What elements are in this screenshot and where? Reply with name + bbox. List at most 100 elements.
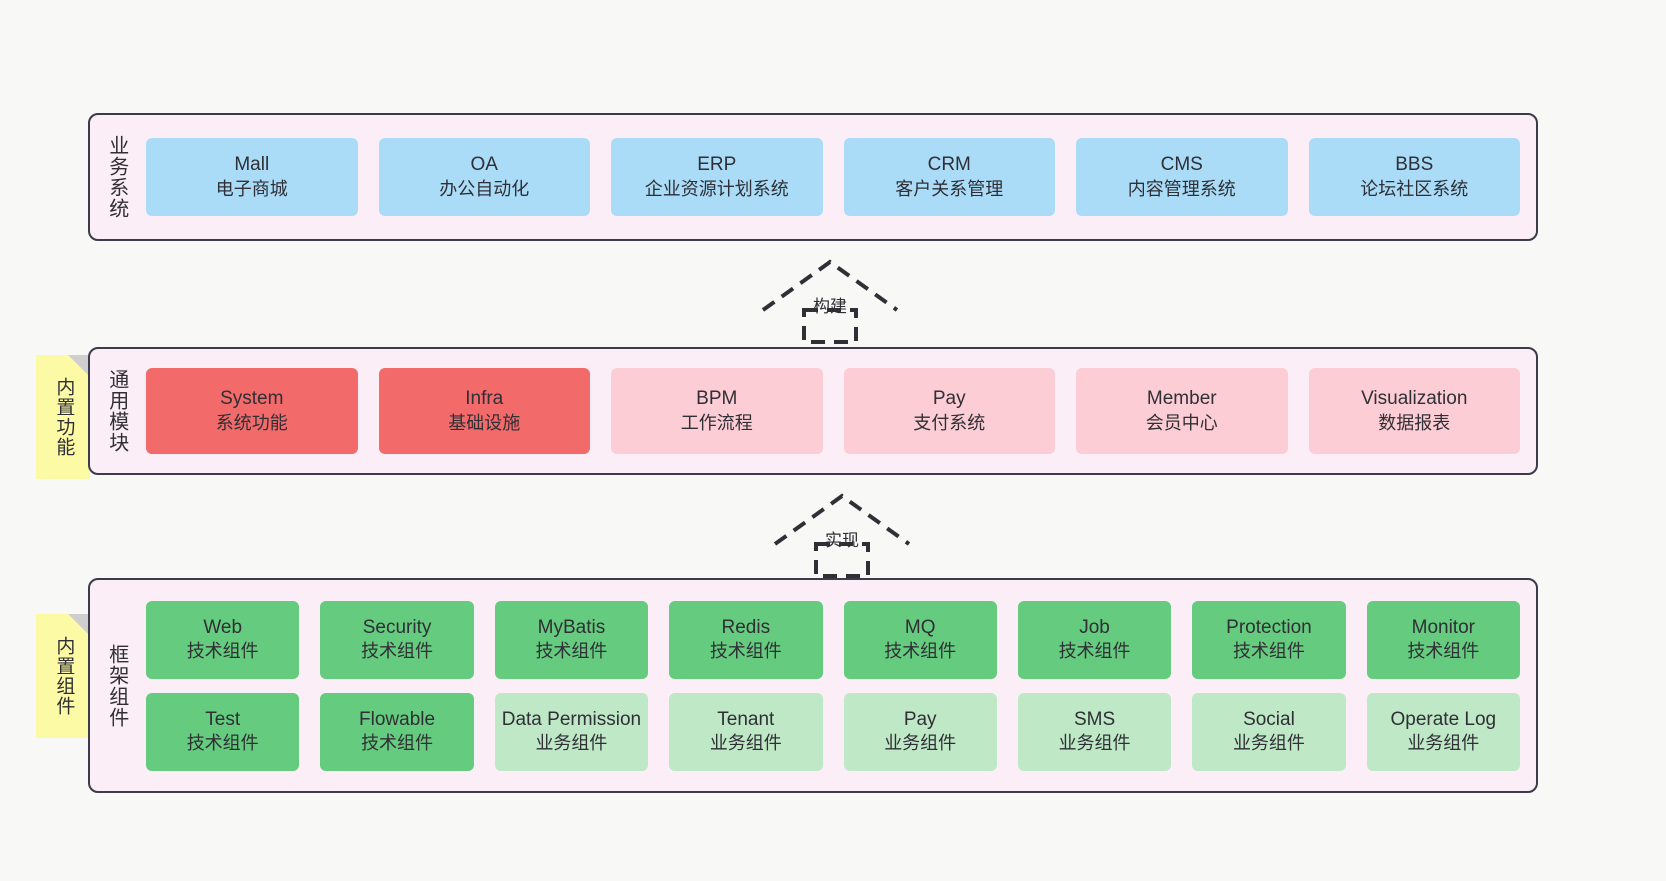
node-title: Data Permission xyxy=(501,708,642,730)
layer-modules-title: 通用模块 xyxy=(105,369,128,453)
node-redis[interactable]: Redis 技术组件 xyxy=(669,600,823,679)
node-subtitle: 内容管理系统 xyxy=(1127,178,1236,199)
node-title: Protection xyxy=(1226,616,1312,638)
node-subtitle: 业务组件 xyxy=(1407,733,1480,754)
node-title: CMS xyxy=(1160,154,1203,176)
layer-framework: 框架组件 Web 技术组件 Security 技术组件 MyBatis 技术组件… xyxy=(88,578,1538,793)
node-subtitle: 会员中心 xyxy=(1145,412,1218,433)
node-operate-log[interactable]: Operate Log 业务组件 xyxy=(1366,692,1520,771)
node-subtitle: 技术组件 xyxy=(535,641,608,662)
node-subtitle: 技术组件 xyxy=(186,641,259,662)
layer-modules: 通用模块 System 系统功能 Infra 基础设施 BPM 工作流程 Pay… xyxy=(88,347,1538,475)
node-subtitle: 支付系统 xyxy=(913,412,986,433)
node-title: Operate Log xyxy=(1390,708,1497,730)
node-subtitle: 技术组件 xyxy=(361,641,434,662)
node-flowable[interactable]: Flowable 技术组件 xyxy=(320,692,474,771)
node-title: System xyxy=(220,388,284,410)
node-subtitle: 业务组件 xyxy=(709,733,782,754)
node-subtitle: 电子商城 xyxy=(215,178,288,199)
layer-business-body: Mall 电子商城 OA 办公自动化 ERP 企业资源计划系统 CRM 客户关系… xyxy=(142,115,1536,239)
node-title: Monitor xyxy=(1411,616,1475,638)
node-subtitle: 业务组件 xyxy=(884,733,957,754)
layer-framework-title: 框架组件 xyxy=(105,643,128,728)
node-subtitle: 技术组件 xyxy=(1407,641,1480,662)
connector-implement: 实现 xyxy=(772,492,912,578)
node-title: BPM xyxy=(696,388,738,410)
framework-biz-row: Test 技术组件 Flowable 技术组件 Data Permission … xyxy=(146,692,1520,771)
node-title: OA xyxy=(470,154,498,176)
node-web[interactable]: Web 技术组件 xyxy=(146,600,300,679)
node-title: Job xyxy=(1079,616,1110,638)
node-title: Infra xyxy=(465,388,504,410)
connector-build: 构建 xyxy=(760,258,900,344)
sticky-note-builtin-components: 内置组件 xyxy=(36,614,90,738)
node-title: CRM xyxy=(927,154,971,176)
node-title: ERP xyxy=(697,154,737,176)
node-member[interactable]: Member 会员中心 xyxy=(1076,368,1288,454)
business-node-row: Mall 电子商城 OA 办公自动化 ERP 企业资源计划系统 CRM 客户关系… xyxy=(146,138,1520,216)
node-crm[interactable]: CRM 客户关系管理 xyxy=(843,138,1055,216)
node-bpm[interactable]: BPM 工作流程 xyxy=(611,368,823,454)
node-test[interactable]: Test 技术组件 xyxy=(146,692,300,771)
node-mq[interactable]: MQ 技术组件 xyxy=(843,600,997,679)
node-subtitle: 业务组件 xyxy=(535,733,608,754)
framework-tech-row: Web 技术组件 Security 技术组件 MyBatis 技术组件 Redi… xyxy=(146,600,1520,679)
node-subtitle: 技术组件 xyxy=(1058,641,1131,662)
node-subtitle: 业务组件 xyxy=(1058,733,1131,754)
node-title: BBS xyxy=(1395,154,1434,176)
modules-node-row: System 系统功能 Infra 基础设施 BPM 工作流程 Pay 支付系统… xyxy=(146,368,1520,454)
node-title: Tenant xyxy=(717,708,775,730)
node-subtitle: 基础设施 xyxy=(448,412,521,433)
sticky-note-label: 内置功能 xyxy=(53,377,75,457)
node-social[interactable]: Social 业务组件 xyxy=(1192,692,1346,771)
node-protection[interactable]: Protection 技术组件 xyxy=(1192,600,1346,679)
node-system[interactable]: System 系统功能 xyxy=(146,368,358,454)
node-data-permission[interactable]: Data Permission 业务组件 xyxy=(494,692,649,771)
node-title: Redis xyxy=(721,616,771,638)
node-title: Social xyxy=(1243,708,1295,730)
node-infra[interactable]: Infra 基础设施 xyxy=(378,368,590,454)
generalization-arrow-icon xyxy=(761,259,899,344)
node-erp[interactable]: ERP 企业资源计划系统 xyxy=(611,138,823,216)
node-sms[interactable]: SMS 业务组件 xyxy=(1017,692,1172,771)
node-subtitle: 技术组件 xyxy=(361,733,434,754)
sticky-note-label: 内置组件 xyxy=(53,636,75,716)
node-subtitle: 技术组件 xyxy=(186,733,259,754)
node-subtitle: 办公自动化 xyxy=(439,178,530,199)
node-cms[interactable]: CMS 内容管理系统 xyxy=(1076,138,1288,216)
node-pay-component[interactable]: Pay 业务组件 xyxy=(843,692,997,771)
node-visualization[interactable]: Visualization 数据报表 xyxy=(1308,368,1520,454)
node-subtitle: 系统功能 xyxy=(215,412,288,433)
connector-implement-label: 实现 xyxy=(825,531,859,550)
node-subtitle: 工作流程 xyxy=(680,412,753,433)
node-title: Pay xyxy=(932,388,966,410)
node-subtitle: 论坛社区系统 xyxy=(1360,178,1469,199)
node-title: Flowable xyxy=(359,708,436,730)
node-oa[interactable]: OA 办公自动化 xyxy=(378,138,590,216)
layer-framework-body: Web 技术组件 Security 技术组件 MyBatis 技术组件 Redi… xyxy=(142,580,1536,791)
node-title: Mall xyxy=(234,154,270,176)
connector-build-label: 构建 xyxy=(813,297,847,316)
node-title: Pay xyxy=(903,708,937,730)
node-title: Security xyxy=(362,616,432,638)
node-mybatis[interactable]: MyBatis 技术组件 xyxy=(494,600,649,679)
node-subtitle: 客户关系管理 xyxy=(895,178,1004,199)
node-subtitle: 技术组件 xyxy=(709,641,782,662)
node-tenant[interactable]: Tenant 业务组件 xyxy=(669,692,823,771)
node-subtitle: 技术组件 xyxy=(884,641,957,662)
node-mall[interactable]: Mall 电子商城 xyxy=(146,138,358,216)
node-title: Test xyxy=(205,708,241,730)
node-title: MQ xyxy=(904,616,936,638)
layer-business: 业务系统 Mall 电子商城 OA 办公自动化 ERP 企业资源计划系统 CRM… xyxy=(88,113,1538,241)
node-title: SMS xyxy=(1073,708,1116,730)
node-bbs[interactable]: BBS 论坛社区系统 xyxy=(1308,138,1520,216)
node-security[interactable]: Security 技术组件 xyxy=(320,600,474,679)
node-pay[interactable]: Pay 支付系统 xyxy=(843,368,1055,454)
node-monitor[interactable]: Monitor 技术组件 xyxy=(1366,600,1520,679)
node-job[interactable]: Job 技术组件 xyxy=(1017,600,1172,679)
node-subtitle: 技术组件 xyxy=(1232,641,1305,662)
node-title: MyBatis xyxy=(537,616,606,638)
layer-modules-body: System 系统功能 Infra 基础设施 BPM 工作流程 Pay 支付系统… xyxy=(142,349,1536,473)
node-title: Member xyxy=(1146,388,1217,410)
